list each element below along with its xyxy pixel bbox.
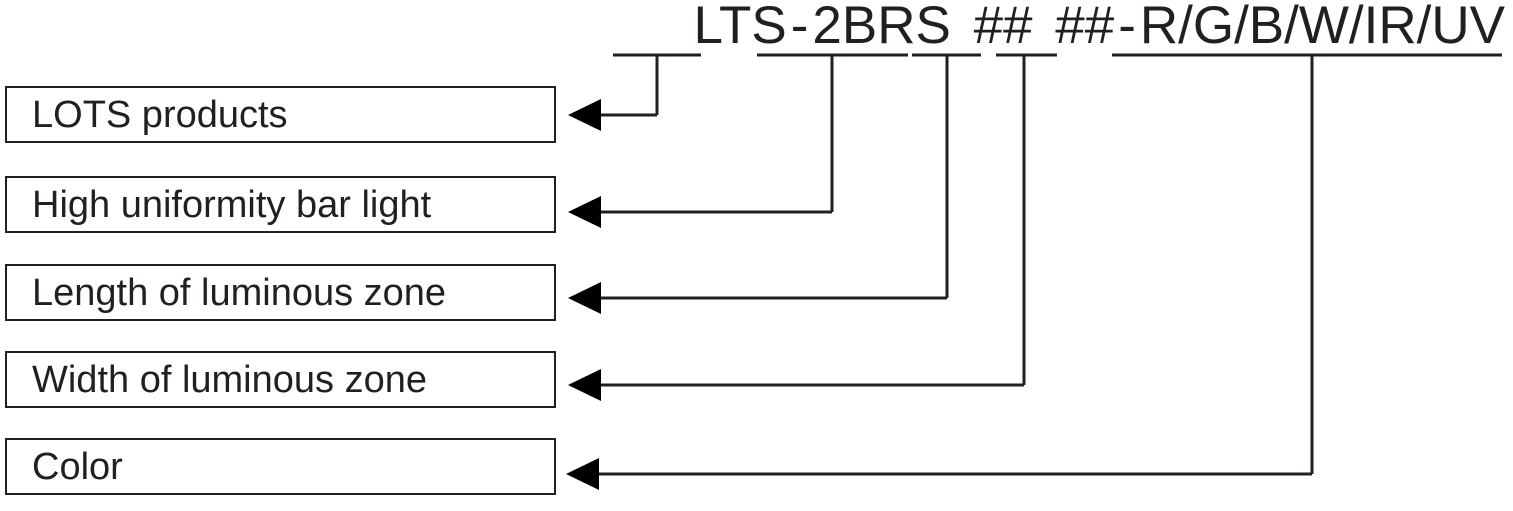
label-box-lots-products: LOTS products (5, 86, 556, 143)
label-box-high-uniformity-bar-light: High uniformity bar light (5, 176, 556, 233)
part-segment-width-code: ## (1055, 0, 1115, 55)
label-text-color: Color (32, 445, 123, 488)
part-segment-color-code: R/G/B/W/IR/UV (1139, 0, 1505, 55)
label-text-high-uniformity-bar-light: High uniformity bar light (32, 183, 432, 226)
label-box-length-of-luminous-zone: Length of luminous zone (5, 264, 556, 321)
part-segment-length-code: ## (973, 0, 1033, 55)
label-text-length-of-luminous-zone: Length of luminous zone (32, 271, 447, 314)
label-box-width-of-luminous-zone: Width of luminous zone (5, 351, 556, 408)
part-segment-2brs: 2BRS (812, 0, 951, 55)
label-text-lots-products: LOTS products (32, 93, 288, 136)
part-number-heading: LTS-2BRS ## ##-R/G/B/W/IR/UV (0, 0, 1513, 60)
label-text-width-of-luminous-zone: Width of luminous zone (32, 358, 427, 401)
part-segment-lts: LTS (693, 0, 787, 55)
label-box-color: Color (5, 438, 556, 495)
part-separator-2: - (1118, 0, 1136, 55)
part-separator-1: - (790, 0, 809, 55)
